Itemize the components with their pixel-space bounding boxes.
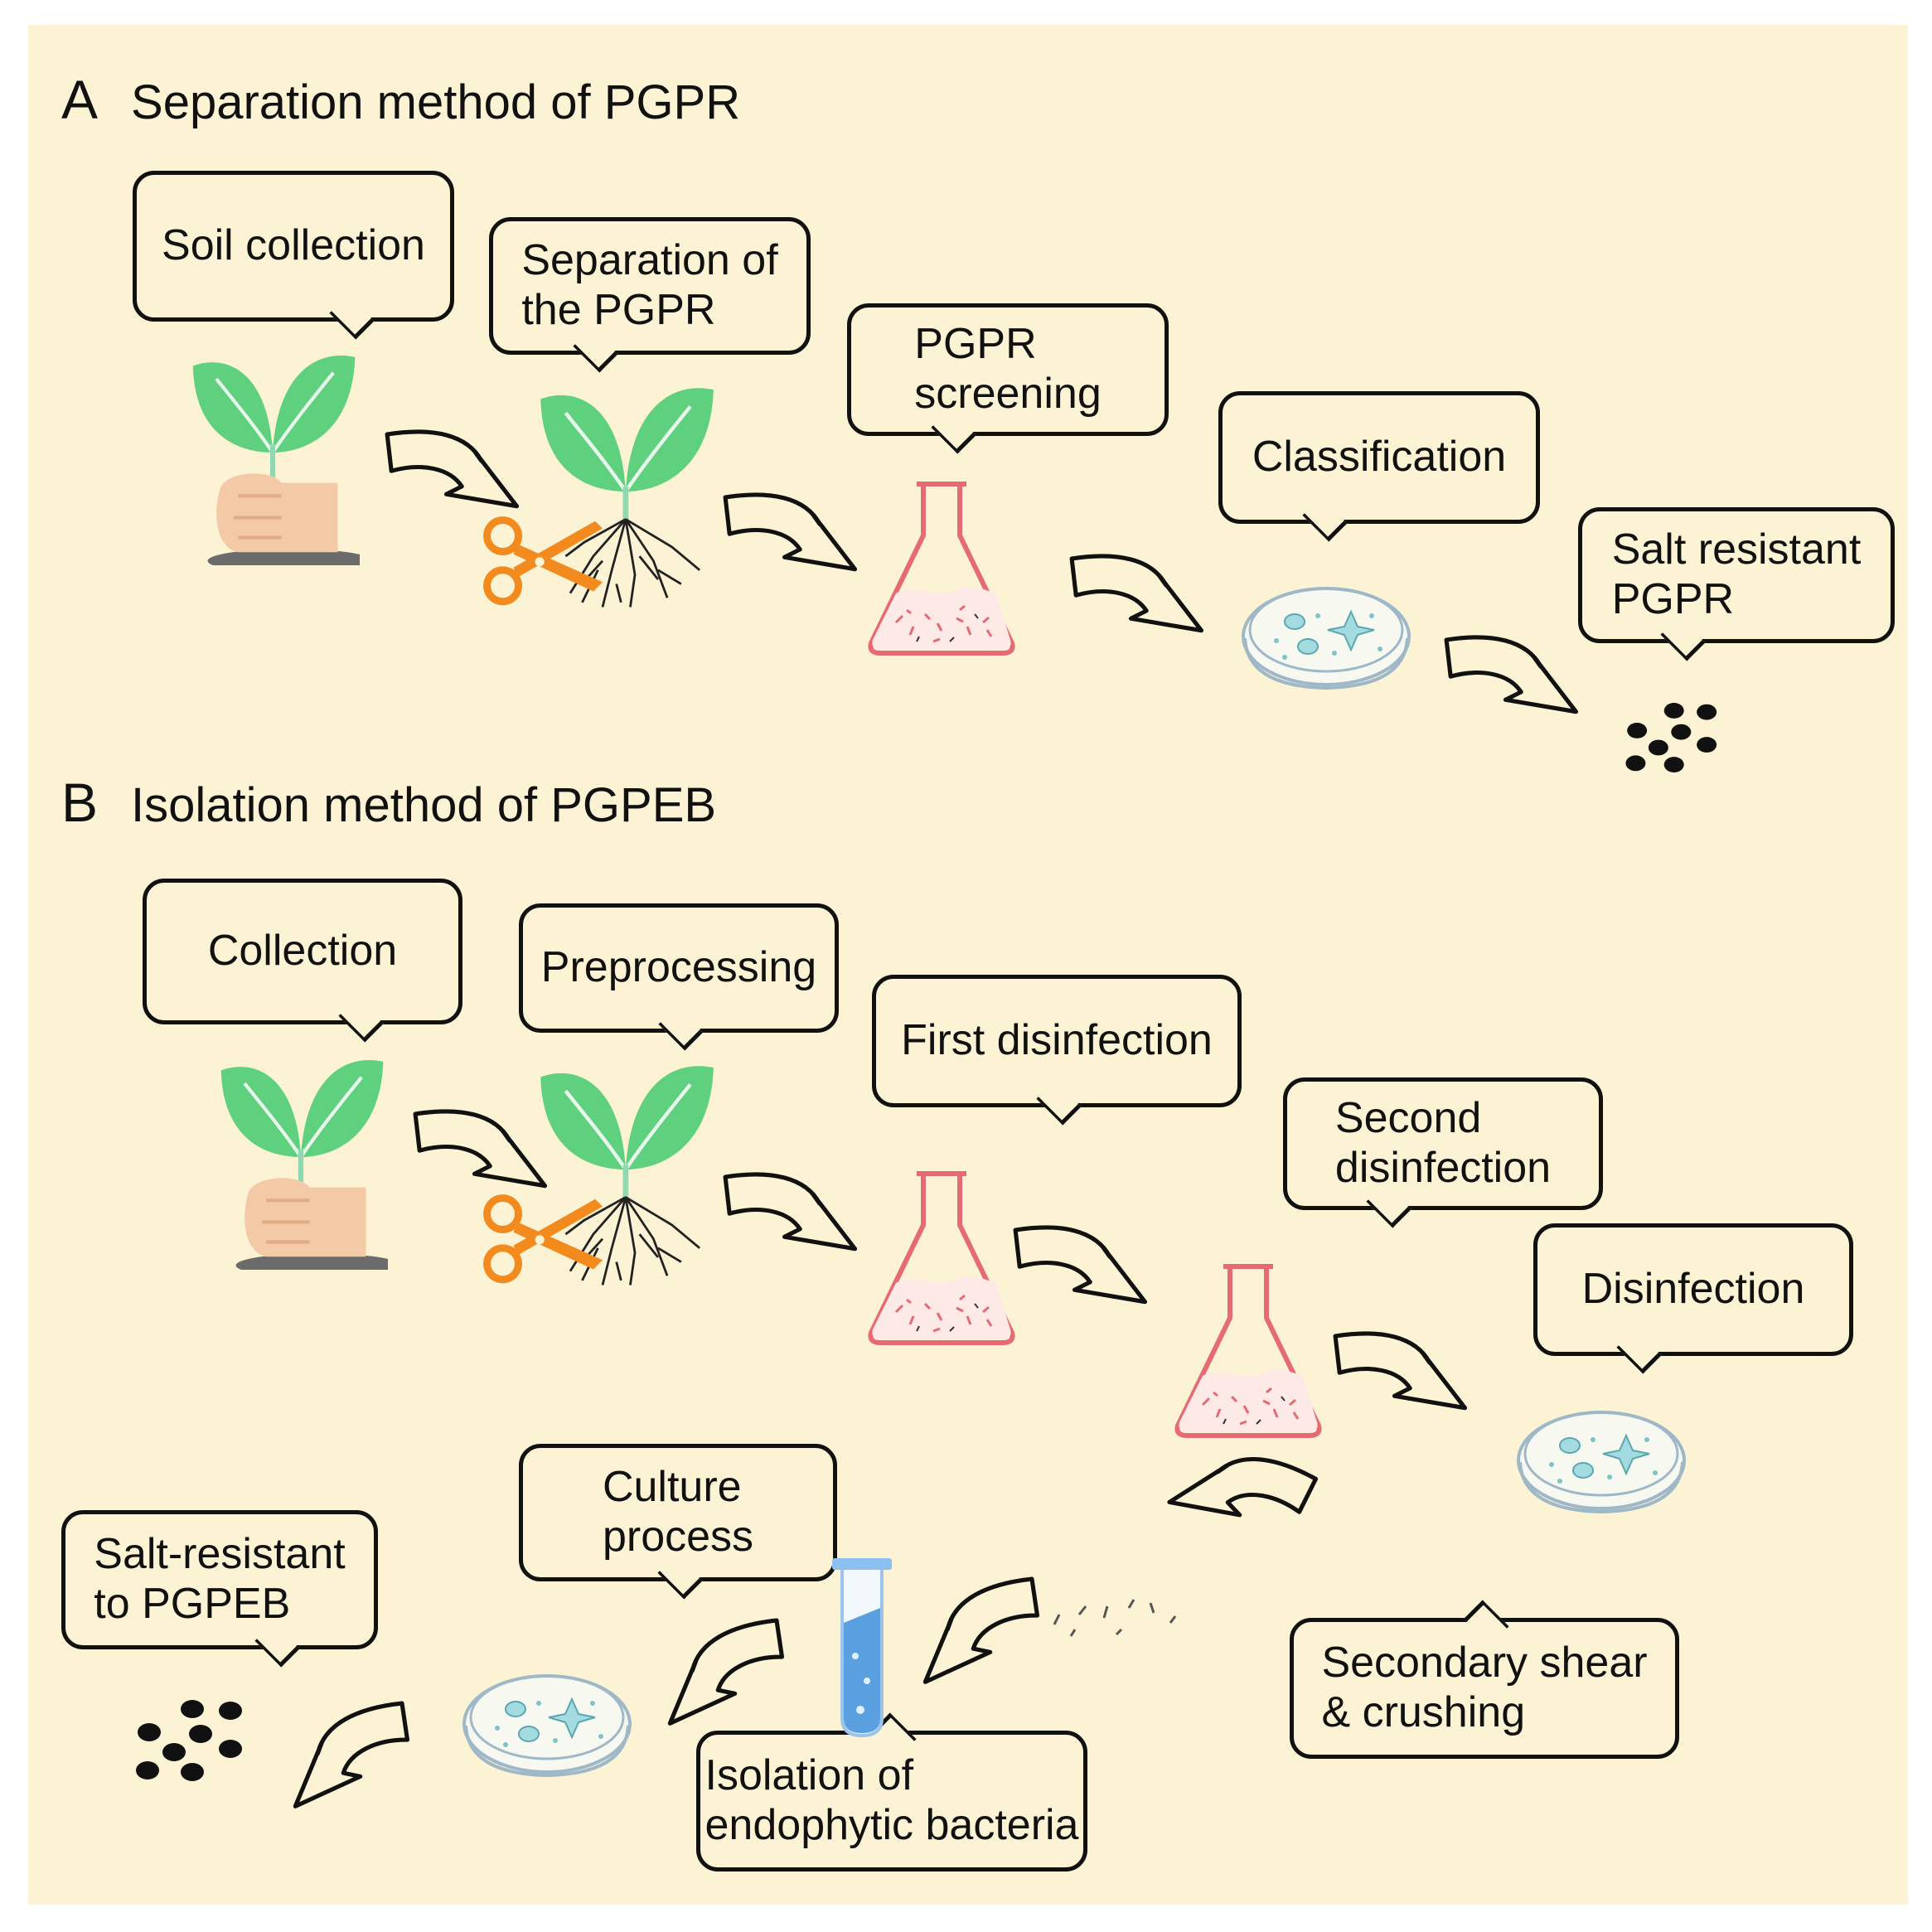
callout-salt-resistant-pgpr-text: Salt resistant PGPR	[1611, 525, 1862, 623]
arrow-b-4-icon	[1331, 1324, 1472, 1432]
callout-classification: Classification	[1218, 391, 1540, 524]
petri-dish-icon	[1510, 1394, 1692, 1518]
callout-second-disinfection-text: Second disinfection	[1334, 1094, 1552, 1192]
bacteria-dots-icon	[133, 1699, 249, 1782]
panel-b-letter: B	[61, 772, 99, 833]
arrow-a-3-icon	[1068, 547, 1208, 655]
flask-icon	[859, 1167, 1024, 1349]
arrow-b-1-icon	[411, 1102, 552, 1210]
bacteria-dots-icon	[1623, 696, 1722, 779]
petri-dish-icon	[1235, 570, 1417, 695]
arrow-a-4-icon	[1442, 628, 1583, 736]
arrow-b-6-icon	[897, 1566, 1061, 1707]
arrow-a-1-icon	[383, 423, 524, 530]
callout-preprocessing: Preprocessing	[519, 903, 839, 1033]
callout-preprocessing-text: Preprocessing	[540, 943, 817, 992]
arrow-b-8-icon	[267, 1691, 431, 1832]
callout-collection: Collection	[143, 879, 462, 1024]
callout-pgpr-screening: PGPR screening	[847, 303, 1169, 436]
callout-second-disinfection: Second disinfection	[1283, 1077, 1603, 1210]
callout-isolation-endophytic: Isolation of endophytic bacteria	[696, 1731, 1087, 1871]
arrow-a-2-icon	[721, 486, 862, 593]
panel-b-title-text: Isolation method of PGPEB	[131, 778, 717, 832]
callout-disinfection: Disinfection	[1533, 1223, 1853, 1356]
figure-panel: A Separation method of PGPR Soil collecti…	[28, 25, 1908, 1905]
panel-a-title: A Separation method of PGPR	[61, 68, 740, 131]
arrow-b-5-icon	[1155, 1421, 1324, 1571]
callout-soil-collection: Soil collection	[133, 171, 454, 322]
panel-b-title: B Isolation method of PGPEB	[61, 771, 716, 834]
callout-soil-collection-text: Soil collection	[162, 221, 425, 270]
hand-plant-icon	[186, 340, 360, 565]
arrow-b-2-icon	[721, 1165, 862, 1273]
arrow-b-3-icon	[1011, 1218, 1152, 1326]
callout-collection-text: Collection	[207, 927, 398, 976]
callout-salt-resistant-pgpeb-text: Salt-resistant to PGPEB	[94, 1530, 346, 1628]
callout-salt-resistant-pgpeb: Salt-resistant to PGPEB	[61, 1510, 378, 1649]
petri-dish-icon	[456, 1658, 638, 1782]
arrow-b-7-icon	[642, 1608, 806, 1749]
callout-separation-of-pgpr: Separation of the PGPR	[489, 217, 811, 355]
panel-a-letter: A	[61, 69, 99, 130]
callout-first-disinfection-text: First disinfection	[901, 1016, 1213, 1065]
callout-classification-text: Classification	[1252, 433, 1507, 482]
test-tube-icon	[829, 1557, 895, 1739]
callout-culture-process: Culture process	[519, 1444, 837, 1581]
callout-secondary-shear-text: Secondary shear & crushing	[1321, 1639, 1648, 1736]
flask-icon	[859, 477, 1024, 660]
hand-plant-icon	[214, 1044, 388, 1270]
callout-salt-resistant-pgpr: Salt resistant PGPR	[1578, 507, 1895, 643]
callout-first-disinfection: First disinfection	[872, 975, 1242, 1107]
flask-icon	[1165, 1260, 1331, 1442]
callout-separation-of-pgpr-text: Separation of the PGPR	[521, 236, 778, 334]
callout-culture-process-text: Culture process	[602, 1463, 754, 1561]
callout-secondary-shear: Secondary shear & crushing	[1290, 1618, 1679, 1759]
scissors-fragments-icon	[1053, 1599, 1177, 1637]
callout-disinfection-text: Disinfection	[1581, 1265, 1805, 1314]
panel-a-title-text: Separation method of PGPR	[131, 75, 741, 129]
callout-pgpr-screening-text: PGPR screening	[914, 320, 1102, 418]
callout-isolation-endophytic-text: Isolation of endophytic bacteria	[705, 1751, 1079, 1849]
